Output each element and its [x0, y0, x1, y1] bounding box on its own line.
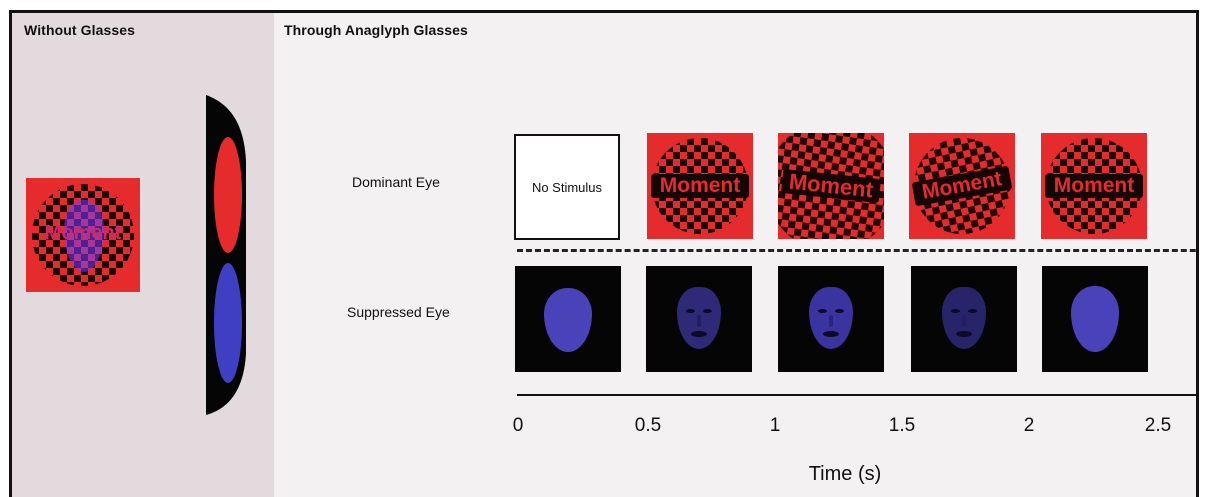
dominant-frame-1: No Stimulus	[514, 134, 620, 240]
red-lens-icon	[214, 137, 242, 253]
face-icon	[809, 287, 853, 349]
time-tick: 0	[512, 415, 524, 436]
time-tick: 1.5	[888, 415, 916, 436]
dominant-frame-2: Moment	[647, 133, 753, 239]
time-tick: 1	[769, 415, 781, 436]
moment-word: Moment	[1045, 174, 1143, 198]
blue-oval-icon	[1071, 286, 1119, 352]
time-axis-line	[517, 394, 1196, 396]
through-glasses-title: Through Anaglyph Glasses	[284, 22, 468, 38]
blue-lens-icon	[214, 263, 242, 383]
dominant-frame-3: Moment	[778, 133, 884, 239]
through-glasses-panel: Through Anaglyph Glasses Dominant Eye Su…	[274, 13, 1196, 497]
combined-stimulus: Moment	[26, 178, 140, 292]
time-tick: 0.5	[634, 415, 662, 436]
anaglyph-glasses	[206, 95, 246, 415]
without-glasses-title: Without Glasses	[24, 22, 136, 38]
suppressed-frame-1	[515, 266, 621, 372]
blue-oval-icon	[544, 288, 592, 352]
combined-word: Moment	[44, 222, 122, 244]
time-tick: 2.5	[1144, 415, 1172, 436]
combined-face-overlay	[64, 200, 104, 272]
suppressed-frame-4	[911, 266, 1017, 372]
suppressed-eye-label: Suppressed Eye	[347, 304, 450, 320]
no-stimulus-text: No Stimulus	[531, 179, 603, 195]
eye-row-divider	[517, 249, 1196, 252]
face-icon	[942, 287, 986, 349]
face-icon	[677, 287, 721, 349]
figure-frame: Without Glasses Moment Through Anaglyph …	[9, 10, 1199, 497]
time-axis-title: Time (s)	[808, 463, 882, 485]
moment-word: Moment	[651, 174, 749, 198]
suppressed-frame-3	[778, 266, 884, 372]
suppressed-frame-2	[646, 266, 752, 372]
dominant-frame-4: Moment	[909, 133, 1015, 239]
dominant-eye-label: Dominant Eye	[352, 174, 440, 190]
suppressed-frame-5	[1042, 266, 1148, 372]
time-tick: 2	[1023, 415, 1035, 436]
without-glasses-panel: Without Glasses Moment	[12, 13, 274, 497]
dominant-frame-5: Moment	[1041, 133, 1147, 239]
